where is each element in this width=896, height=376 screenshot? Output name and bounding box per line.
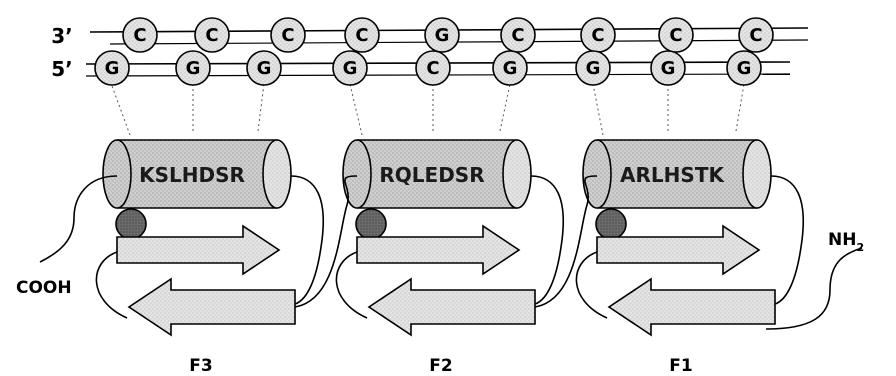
top-base-4: C xyxy=(345,18,379,52)
bottom-base-9: G xyxy=(727,51,761,85)
n-terminus-text: NH xyxy=(828,230,856,250)
base-letter: G xyxy=(186,58,201,79)
top-base-2: C xyxy=(195,18,229,52)
linker-2 xyxy=(535,176,597,307)
base-letter: C xyxy=(426,58,439,79)
zinc-ion xyxy=(596,209,626,239)
top-base-5: G xyxy=(425,18,459,52)
n-terminus-label: NH2 xyxy=(828,230,864,254)
base-letter: G xyxy=(105,58,120,79)
base-letter: G xyxy=(661,58,676,79)
bottom-base-2: G xyxy=(176,51,210,85)
base-letter: C xyxy=(749,25,762,46)
beta-strand-lower-arrow xyxy=(129,279,295,335)
bottom-base-7: G xyxy=(576,51,610,85)
n-terminus-subscript: 2 xyxy=(856,241,864,254)
base-letter: C xyxy=(281,25,294,46)
top-base-7: C xyxy=(581,18,615,52)
zinc-finger-f1: ARLHSTK F1 xyxy=(576,140,803,376)
helix-to-strand-loop xyxy=(531,176,563,304)
n-terminus-tail xyxy=(766,248,862,329)
bottom-base-5: C xyxy=(416,51,450,85)
zinc-ion xyxy=(116,209,146,239)
base-letter: C xyxy=(669,25,682,46)
base-letter: G xyxy=(343,58,358,79)
zinc-finger-f2: RQLEDSR F2 xyxy=(336,140,563,376)
top-base-3: C xyxy=(271,18,305,52)
base-letter: G xyxy=(435,25,450,46)
finger-name-label: F1 xyxy=(669,356,692,376)
bottom-base-8: G xyxy=(651,51,685,85)
top-strand-label: 3’ xyxy=(51,24,73,48)
bottom-strand-label: 5’ xyxy=(51,57,73,81)
helix-to-strand-loop xyxy=(291,176,323,304)
zinc-finger-domains: KSLHDSR F3 RQLEDSR F2 ARLHSTK F1 xyxy=(96,140,803,376)
helix-sequence-label: RQLEDSR xyxy=(379,163,484,187)
base-letter: C xyxy=(133,25,146,46)
finger-name-label: F3 xyxy=(189,356,212,376)
base-letter: G xyxy=(257,58,272,79)
top-base-8: C xyxy=(659,18,693,52)
linker-1 xyxy=(295,176,357,307)
contact-lines xyxy=(112,84,744,135)
beta-strand-lower-arrow xyxy=(609,279,775,335)
zinc-ion xyxy=(356,209,386,239)
bottom-base-6: G xyxy=(493,51,527,85)
helix-to-strand-loop xyxy=(771,176,803,304)
bottom-base-3: G xyxy=(247,51,281,85)
bottom-base-1: G xyxy=(95,51,129,85)
base-letter: C xyxy=(205,25,218,46)
finger-name-label: F2 xyxy=(429,356,452,376)
base-letter: G xyxy=(586,58,601,79)
helix-sequence-label: KSLHDSR xyxy=(139,163,245,187)
base-letter: G xyxy=(503,58,518,79)
beta-strand-lower-arrow xyxy=(369,279,535,335)
top-base-1: C xyxy=(123,18,157,52)
c-terminus-label: COOH xyxy=(16,278,72,298)
base-letter: C xyxy=(511,25,524,46)
helix-sequence-label: ARLHSTK xyxy=(620,163,725,187)
top-base-9: C xyxy=(739,18,773,52)
bottom-base-4: G xyxy=(333,51,367,85)
base-letter: C xyxy=(591,25,604,46)
top-base-6: C xyxy=(501,18,535,52)
base-letter: G xyxy=(737,58,752,79)
base-letter: C xyxy=(355,25,368,46)
zinc-finger-f3: KSLHDSR F3 xyxy=(96,140,323,376)
